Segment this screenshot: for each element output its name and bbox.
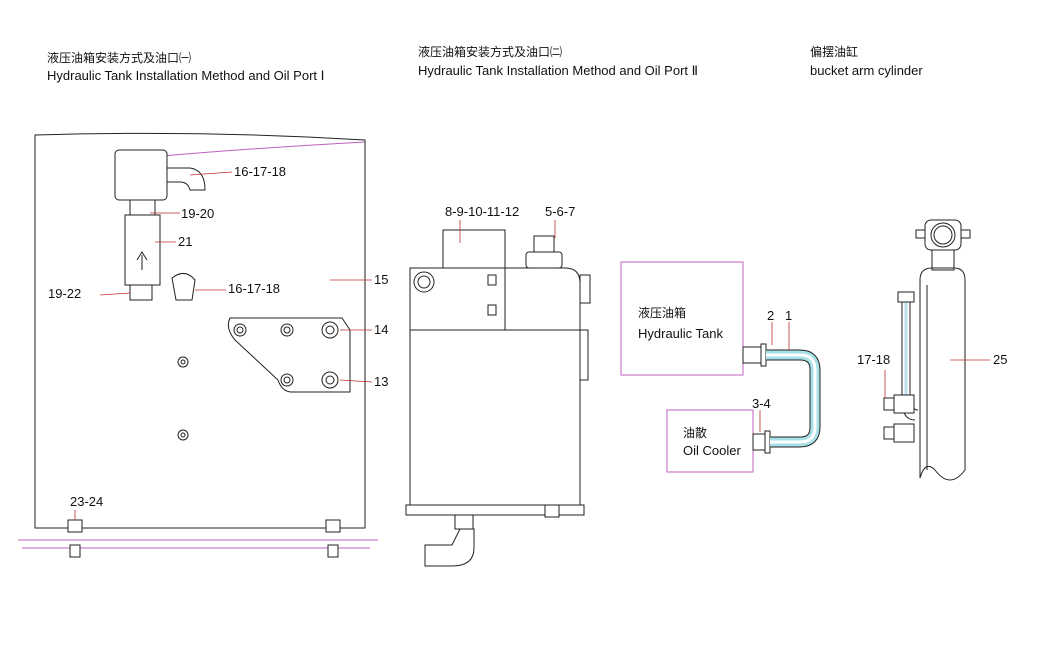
label-16-17-18-mid: 16-17-18 xyxy=(228,281,280,296)
tank-installation-2 xyxy=(405,220,591,567)
label-19-20: 19-20 xyxy=(181,206,214,221)
hydraulic-tank-label-cn: 液压油箱 xyxy=(638,305,686,320)
section3-title-en: bucket arm cylinder xyxy=(810,63,923,78)
label-1: 1 xyxy=(785,308,792,323)
section1-title-en: Hydraulic Tank Installation Method and O… xyxy=(47,68,324,83)
tank-cooler-connection xyxy=(620,261,821,473)
tank-installation-1 xyxy=(18,132,378,558)
section2-title-en: Hydraulic Tank Installation Method and O… xyxy=(418,63,698,78)
label-21: 21 xyxy=(178,234,192,249)
label-3-4: 3-4 xyxy=(752,396,771,411)
label-14: 14 xyxy=(374,322,388,337)
label-23-24: 23-24 xyxy=(70,494,103,509)
section1-title-cn: 液压油箱安装方式及油口㈠ xyxy=(47,50,191,65)
hydraulic-tank-label-en: Hydraulic Tank xyxy=(638,326,724,341)
label-5-6-7: 5-6-7 xyxy=(545,204,575,219)
label-16-17-18-top: 16-17-18 xyxy=(234,164,286,179)
label-2: 2 xyxy=(767,308,774,323)
label-8-9-10-11-12: 8-9-10-11-12 xyxy=(445,204,519,219)
label-19-22: 19-22 xyxy=(48,286,81,301)
label-17-18: 17-18 xyxy=(857,352,890,367)
oil-cooler-label-cn: 油散 xyxy=(683,425,707,440)
label-25: 25 xyxy=(993,352,1007,367)
section2-title-cn: 液压油箱安装方式及油口㈡ xyxy=(418,44,562,59)
label-13: 13 xyxy=(374,374,388,389)
oil-cooler-label-en: Oil Cooler xyxy=(683,443,741,458)
bucket-arm-cylinder xyxy=(883,219,990,481)
section3-title-cn: 偏摆油缸 xyxy=(810,44,858,59)
label-15: 15 xyxy=(374,272,388,287)
